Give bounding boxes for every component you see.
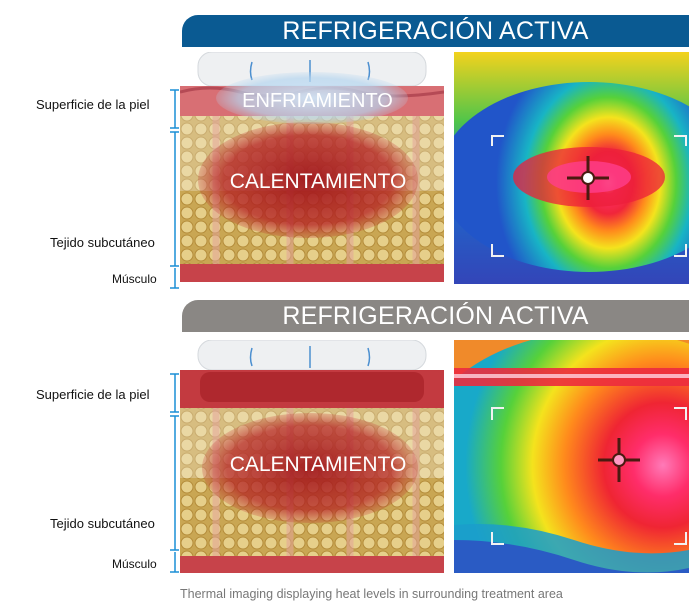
bottom-tissue-svg bbox=[180, 340, 444, 573]
top-tissue-svg bbox=[180, 52, 444, 282]
bottom-thermal-image bbox=[454, 340, 689, 573]
bottom-label-surface: Superficie de la piel bbox=[36, 387, 150, 402]
top-thermal-image bbox=[454, 52, 689, 284]
bottom-tissue-illustration bbox=[180, 340, 444, 573]
top-layer-bracket bbox=[170, 89, 179, 289]
bottom-heating-label: CALENTAMIENTO bbox=[229, 453, 407, 476]
top-tissue-illustration bbox=[180, 52, 444, 282]
top-heating-label: CALENTAMIENTO bbox=[229, 170, 407, 193]
bottom-crosshair-icon bbox=[598, 438, 640, 482]
bottom-layer-bracket bbox=[170, 373, 179, 573]
bottom-panel: REFRIGERACIÓN ACTIVA bbox=[0, 300, 689, 585]
bottom-banner: REFRIGERACIÓN ACTIVA bbox=[182, 300, 689, 332]
top-label-muscle: Músculo bbox=[112, 272, 157, 286]
top-cooling-label: ENFRIAMIENTO bbox=[242, 90, 393, 112]
top-panel: REFRIGERACIÓN ACTIVA bbox=[0, 0, 689, 300]
bottom-label-muscle: Músculo bbox=[112, 557, 157, 571]
figure-caption: Thermal imaging displaying heat levels i… bbox=[180, 587, 563, 601]
top-label-surface: Superficie de la piel bbox=[36, 97, 150, 112]
top-banner: REFRIGERACIÓN ACTIVA bbox=[182, 15, 689, 47]
bottom-thermal-svg bbox=[454, 340, 689, 573]
top-crosshair-icon bbox=[567, 156, 609, 200]
bottom-label-subcutaneous: Tejido subcutáneo bbox=[50, 516, 155, 531]
top-label-subcutaneous: Tejido subcutáneo bbox=[50, 235, 155, 250]
top-banner-title: REFRIGERACIÓN ACTIVA bbox=[282, 16, 589, 45]
bottom-banner-title: REFRIGERACIÓN ACTIVA bbox=[282, 301, 589, 330]
top-thermal-svg bbox=[454, 52, 689, 284]
